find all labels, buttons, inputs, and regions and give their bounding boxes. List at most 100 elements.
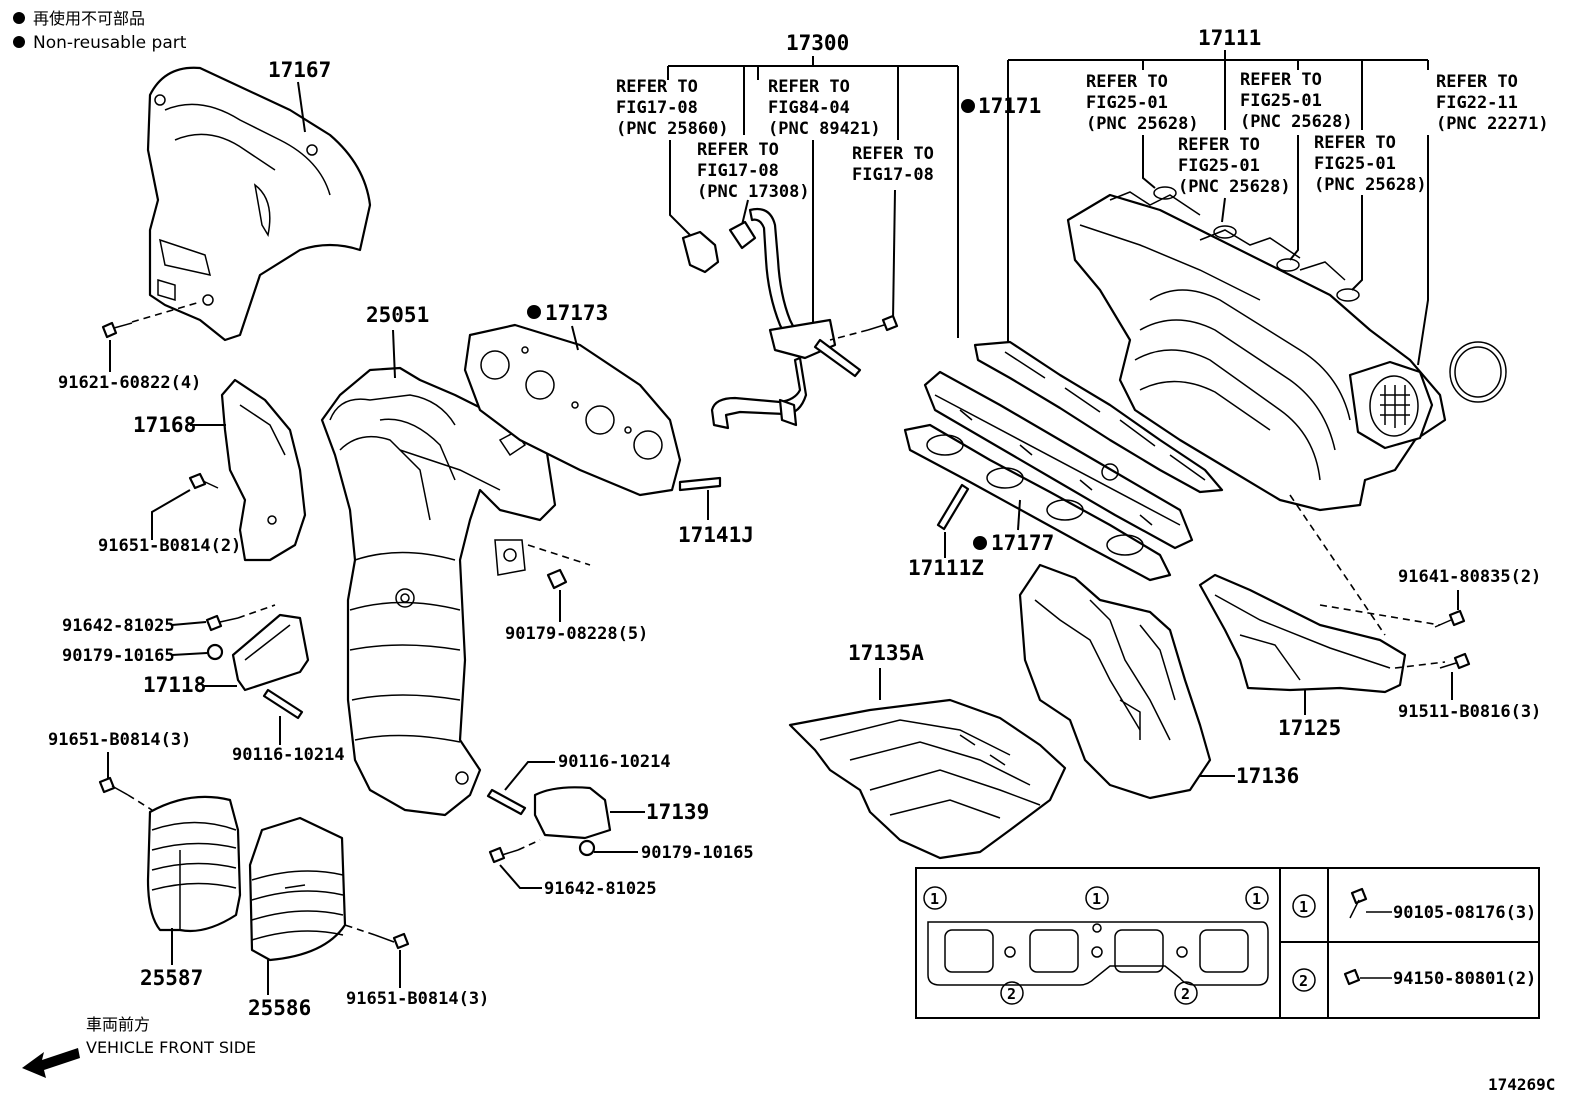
bolt-91651c-icon	[374, 932, 410, 950]
exhaust-manifold-25051	[320, 366, 557, 817]
svg-text:FIG17-08: FIG17-08	[616, 98, 698, 118]
ref-fig84-04-pnc89421: REFER TO FIG84-04 (PNC 89421)	[768, 77, 881, 139]
stud-17111Z-icon	[936, 483, 970, 531]
front-side-en: VEHICLE FRONT SIDE	[86, 1038, 256, 1057]
bolt-91651-icon	[188, 472, 219, 490]
part-label-17118: 17118	[143, 673, 206, 697]
ref-fig17-08: REFER TO FIG17-08	[852, 144, 934, 185]
part-label-17300: 17300	[786, 31, 849, 55]
front-side-jp: 車両前方	[86, 1015, 150, 1034]
part-label-17136: 17136	[1236, 764, 1299, 788]
gasket-detail-table: 1 1 1 2 2 1 2 90105-08176(3) 94150-80801…	[915, 867, 1540, 1019]
bolt-91511-icon	[1439, 652, 1471, 670]
svg-text:(PNC 25628): (PNC 25628)	[1086, 114, 1199, 134]
non-reusable-bullet-icon	[961, 99, 975, 113]
circle-1-icon	[1292, 894, 1316, 918]
part-label-91642-b: 91642-81025	[544, 879, 657, 899]
bolt-91621-icon	[101, 321, 133, 339]
part-label-25587: 25587	[140, 966, 203, 990]
ref-fig25-01-d: REFER TO FIG25-01 (PNC 25628)	[1314, 133, 1427, 195]
legend: 再使用不可部品 Non-reusable part	[13, 9, 187, 53]
svg-text:2: 2	[1007, 985, 1016, 1003]
part-label-94150: 94150-80801(2)	[1393, 969, 1536, 989]
heat-shield-17167	[146, 66, 372, 342]
svg-text:2: 2	[1181, 985, 1190, 1003]
part-label-91641: 91641-80835(2)	[1398, 567, 1541, 587]
svg-text:REFER TO: REFER TO	[768, 77, 850, 97]
part-label-91511: 91511-B0816(3)	[1398, 702, 1541, 722]
o-ring-icon	[1276, 258, 1300, 272]
bracket-17139	[533, 786, 612, 840]
ref-fig25-01-c: REFER TO FIG25-01 (PNC 25628)	[1178, 135, 1291, 197]
part-label-17177: 17177	[991, 531, 1054, 555]
front-arrow-icon	[22, 1048, 80, 1078]
bracket-17125	[1198, 573, 1407, 694]
svg-text:REFER TO: REFER TO	[1086, 72, 1168, 92]
part-label-17139: 17139	[646, 800, 709, 824]
part-label-90179-a: 90179-10165	[62, 646, 175, 666]
circle-1-icon	[923, 886, 947, 910]
circle-1-icon	[1245, 886, 1269, 910]
svg-text:1: 1	[1299, 898, 1308, 916]
part-label-17111: 17111	[1198, 26, 1261, 50]
svg-text:FIG25-01: FIG25-01	[1178, 156, 1260, 176]
circle-2-icon	[1174, 981, 1198, 1005]
part-label-17173: 17173	[545, 301, 608, 325]
stud-17141J-icon	[678, 476, 722, 492]
svg-text:FIG25-01: FIG25-01	[1240, 91, 1322, 111]
ref-fig17-08-pnc17308: REFER TO FIG17-08 (PNC 17308)	[697, 140, 810, 202]
cover-25586	[248, 816, 347, 962]
o-ring-icon	[1336, 288, 1360, 302]
legend-non-reusable-jp: 再使用不可部品	[33, 9, 145, 28]
svg-text:(PNC 22271): (PNC 22271)	[1436, 114, 1549, 134]
non-reusable-bullet-icon	[13, 36, 25, 48]
part-label-90179-c: 90179-10165	[641, 843, 754, 863]
gasket-17177	[903, 423, 1172, 582]
svg-text:FIG84-04: FIG84-04	[768, 98, 850, 118]
svg-text:FIG17-08: FIG17-08	[697, 161, 779, 181]
insulator-17136	[1018, 563, 1212, 800]
part-label-90105: 90105-08176(3)	[1393, 903, 1536, 923]
bolt-90105-icon	[1349, 887, 1368, 919]
throttle-gasket-icon	[1449, 341, 1507, 403]
bracket-17168	[220, 378, 307, 562]
svg-text:(PNC 25628): (PNC 25628)	[1240, 112, 1353, 132]
svg-text:(PNC 17308): (PNC 17308)	[697, 182, 810, 202]
svg-text:(PNC 25860): (PNC 25860)	[616, 119, 729, 139]
vehicle-front-indicator: 車両前方 VEHICLE FRONT SIDE	[22, 1015, 256, 1078]
bolt-vacuum-icon	[867, 314, 899, 332]
part-label-17135A: 17135A	[848, 641, 924, 665]
circle-2-icon	[1000, 981, 1024, 1005]
svg-text:1: 1	[1252, 890, 1261, 908]
o-ring-icon	[1153, 186, 1177, 200]
cover-25587	[146, 795, 242, 933]
stud-90116b-icon	[486, 788, 527, 816]
heat-shield-17135A	[788, 698, 1067, 860]
non-reusable-bullet-icon	[13, 12, 25, 24]
vacuum-hose-assembly	[681, 207, 862, 430]
gasket-17173	[463, 323, 682, 497]
part-label-91651-3a: 91651-B0814(3)	[48, 730, 191, 750]
part-label-91642-a: 91642-81025	[62, 616, 175, 636]
non-reusable-bullet-icon	[527, 305, 541, 319]
part-label-17111Z: 17111Z	[908, 556, 984, 580]
svg-text:FIG22-11: FIG22-11	[1436, 93, 1518, 113]
svg-text:FIG25-01: FIG25-01	[1086, 93, 1168, 113]
svg-text:REFER TO: REFER TO	[1240, 70, 1322, 90]
stud-90116-icon	[262, 688, 304, 720]
intake-spacer	[923, 370, 1194, 550]
svg-text:REFER TO: REFER TO	[1436, 72, 1518, 92]
part-label-17171: 17171	[978, 94, 1041, 118]
bolt-91642-icon	[205, 614, 239, 632]
non-reusable-bullet-icon	[973, 536, 987, 550]
svg-text:1: 1	[930, 890, 939, 908]
nut-90179b-icon	[546, 568, 568, 590]
part-label-25586: 25586	[248, 996, 311, 1020]
nut-90179-icon	[206, 643, 224, 661]
svg-text:(PNC 89421): (PNC 89421)	[768, 119, 881, 139]
part-label-90116-b: 90116-10214	[558, 752, 671, 772]
svg-text:FIG25-01: FIG25-01	[1314, 154, 1396, 174]
intake-manifold-17111	[1066, 191, 1447, 512]
